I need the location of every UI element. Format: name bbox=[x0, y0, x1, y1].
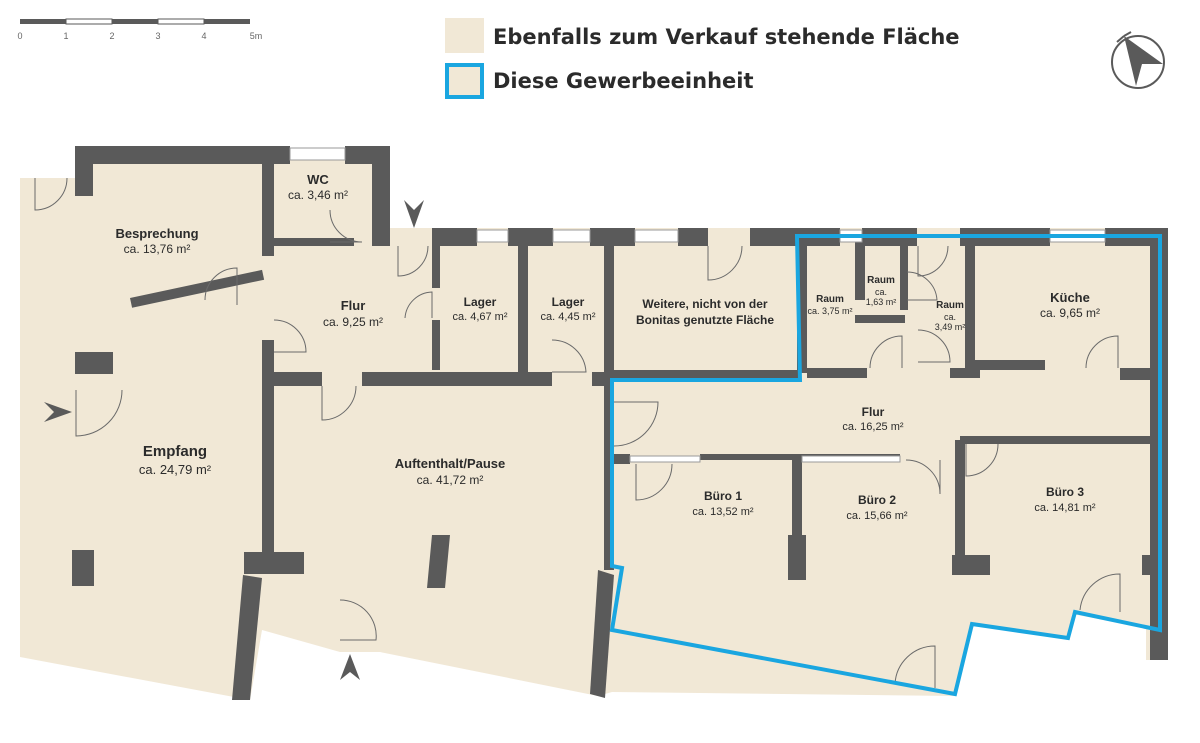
room-area-raum-3: ca. bbox=[944, 312, 956, 322]
door-swing bbox=[635, 463, 673, 501]
room-area-auftenthalt: ca. 41,72 m² bbox=[417, 473, 484, 487]
scale-tick-3: 3 bbox=[155, 31, 160, 41]
room-name-raum-1: Raum bbox=[816, 294, 844, 305]
scale-bar: 0 1 2 3 4 5m bbox=[17, 18, 263, 41]
legend-swatch-fill bbox=[445, 18, 484, 53]
scale-tick-4: 4 bbox=[201, 31, 206, 41]
door-swing bbox=[204, 267, 238, 305]
room-area-buero-2: ca. 15,66 m² bbox=[846, 510, 907, 522]
doors bbox=[34, 177, 1121, 688]
floor-area bbox=[20, 148, 1168, 700]
scale-tick-1: 1 bbox=[63, 31, 68, 41]
room-area-raum-2: ca. bbox=[875, 287, 887, 297]
room-area-empfang: ca. 24,79 m² bbox=[139, 462, 212, 477]
room-name-raum-3: Raum bbox=[936, 300, 964, 311]
legend-label-outline: Diese Gewerbeeinheit bbox=[493, 69, 754, 93]
door-swing bbox=[34, 177, 68, 211]
room-name-buero-2: Büro 2 bbox=[858, 493, 896, 507]
room-name-weitere-line2: Bonitas genutzte Fläche bbox=[636, 313, 774, 327]
legend-label-fill: Ebenfalls zum Verkauf stehende Fläche bbox=[493, 25, 960, 49]
room-name-besprechung: Besprechung bbox=[115, 226, 198, 241]
scale-segment bbox=[157, 18, 205, 25]
room-area-raum-3-line2: 3,49 m² bbox=[935, 322, 966, 332]
door-swing bbox=[397, 245, 429, 277]
entrance-arrow-icon bbox=[340, 654, 360, 680]
room-area-buero-3: ca. 14,81 m² bbox=[1034, 502, 1095, 514]
room-area-raum-1: ca. 3,75 m² bbox=[807, 306, 852, 316]
room-name-kueche: Küche bbox=[1050, 290, 1090, 305]
door-swing bbox=[894, 645, 936, 688]
scale-segment bbox=[112, 19, 158, 24]
entrance-markers bbox=[44, 200, 424, 680]
room-name-wc: WC bbox=[307, 172, 329, 187]
door-swing bbox=[869, 335, 903, 369]
scale-tick-2: 2 bbox=[109, 31, 114, 41]
door-swing bbox=[321, 385, 357, 421]
door-swing bbox=[404, 291, 433, 319]
room-area-wc: ca. 3,46 m² bbox=[288, 188, 348, 202]
scale-tick-5: 5m bbox=[250, 31, 263, 41]
window bbox=[634, 229, 679, 243]
scale-segment bbox=[204, 19, 250, 24]
scale-tick-0: 0 bbox=[17, 31, 22, 41]
door-swing bbox=[1079, 573, 1121, 612]
room-area-besprechung: ca. 13,76 m² bbox=[124, 242, 191, 256]
door-swing bbox=[965, 443, 999, 477]
door-swing bbox=[551, 339, 587, 373]
room-name-auftenthalt: Auftenthalt/Pause bbox=[395, 456, 506, 471]
door-swing bbox=[613, 401, 659, 447]
legend-swatch-outline bbox=[445, 63, 484, 99]
room-area-flur-1: ca. 9,25 m² bbox=[323, 315, 383, 329]
room-name-lager-2: Lager bbox=[552, 295, 585, 309]
room-area-lager-1: ca. 4,67 m² bbox=[452, 311, 507, 323]
window bbox=[552, 229, 591, 243]
door-swing bbox=[329, 209, 363, 243]
room-area-raum-2-line2: 1,63 m² bbox=[866, 297, 897, 307]
door-swing bbox=[906, 271, 938, 301]
door-swing bbox=[917, 245, 949, 277]
door-swing bbox=[273, 319, 307, 353]
window bbox=[801, 455, 901, 463]
room-area-flur-2: ca. 16,25 m² bbox=[842, 421, 903, 433]
door-swing bbox=[917, 329, 951, 363]
room-labels: Besprechung ca. 13,76 m² WC ca. 3,46 m² … bbox=[115, 172, 1100, 522]
room-area-lager-2: ca. 4,45 m² bbox=[540, 311, 595, 323]
door-swing bbox=[707, 245, 743, 281]
room-name-lager-1: Lager bbox=[464, 295, 497, 309]
unit-outline bbox=[609, 234, 1162, 697]
room-name-empfang: Empfang bbox=[143, 443, 207, 460]
room-name-buero-1: Büro 1 bbox=[704, 489, 742, 503]
door-swing bbox=[339, 599, 377, 641]
north-arrow-icon bbox=[1111, 31, 1165, 89]
entrance-arrow-icon bbox=[44, 402, 72, 422]
window bbox=[289, 147, 346, 161]
room-name-raum-2: Raum bbox=[867, 275, 895, 286]
room-name-weitere: Weitere, nicht von der bbox=[642, 297, 767, 311]
room-name-flur-1: Flur bbox=[341, 298, 366, 313]
room-name-flur-2: Flur bbox=[862, 405, 885, 419]
scale-segment bbox=[20, 19, 66, 24]
legend: Ebenfalls zum Verkauf stehende Fläche Di… bbox=[445, 18, 960, 99]
door-swing bbox=[75, 389, 123, 437]
room-area-buero-1: ca. 13,52 m² bbox=[692, 506, 753, 518]
window bbox=[476, 229, 509, 243]
door-swing bbox=[1085, 335, 1119, 369]
scale-segment bbox=[65, 18, 113, 25]
room-name-buero-3: Büro 3 bbox=[1046, 485, 1084, 499]
room-area-kueche: ca. 9,65 m² bbox=[1040, 306, 1100, 320]
door-swing bbox=[905, 459, 941, 495]
entrance-arrow-icon bbox=[404, 200, 424, 228]
window bbox=[629, 455, 701, 463]
